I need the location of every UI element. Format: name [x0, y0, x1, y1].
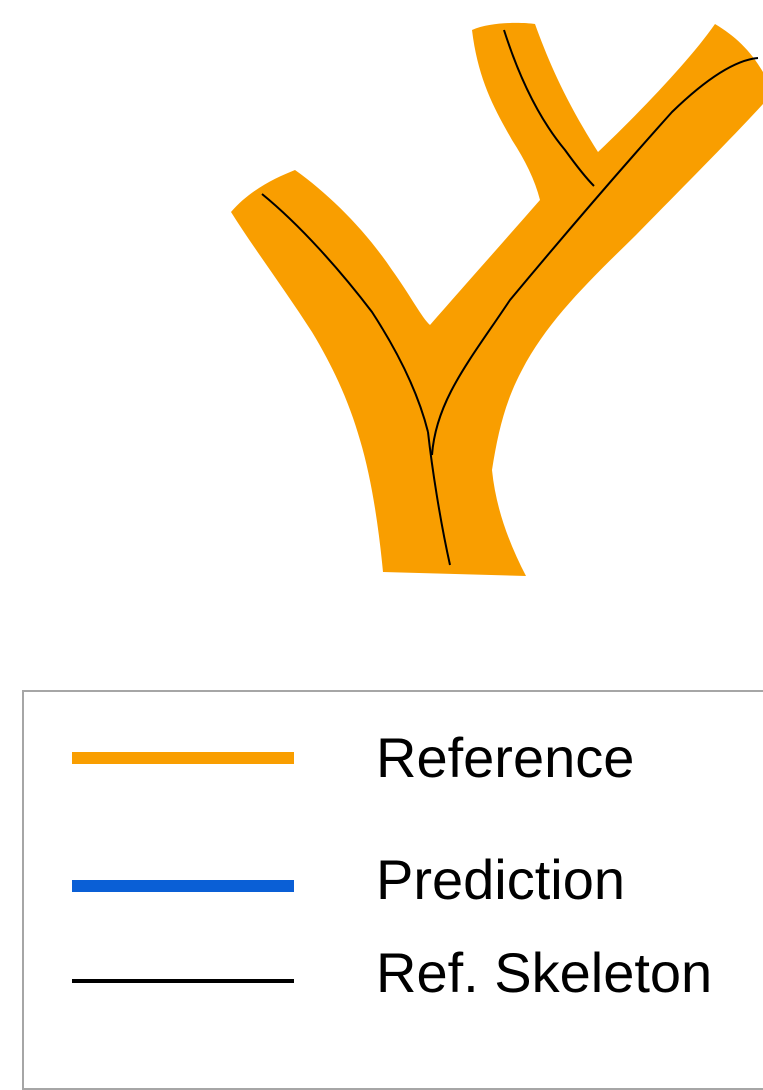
- reference-swatch: [72, 752, 294, 764]
- skeleton-right-branch: [431, 57, 759, 456]
- legend-box: Reference Prediction Ref. Skeleton: [22, 690, 763, 1090]
- legend-item-ref-skeleton: Ref. Skeleton: [24, 908, 763, 1008]
- reference-label: Reference: [376, 726, 635, 789]
- legend-item-reference: Reference: [24, 708, 763, 808]
- skeleton-upper-branch: [503, 29, 595, 187]
- skeleton-left-branch: [261, 193, 429, 433]
- prediction-label: Prediction: [376, 848, 626, 911]
- legend-item-prediction: Prediction: [24, 808, 763, 908]
- reference-vessel-shape: [231, 22, 763, 576]
- ref-skeleton-label: Ref. Skeleton: [376, 941, 713, 1004]
- skeleton-trunk: [427, 431, 451, 566]
- ref-skeleton-swatch: [72, 979, 294, 983]
- vessel-diagram: [231, 22, 763, 576]
- prediction-swatch: [72, 880, 294, 892]
